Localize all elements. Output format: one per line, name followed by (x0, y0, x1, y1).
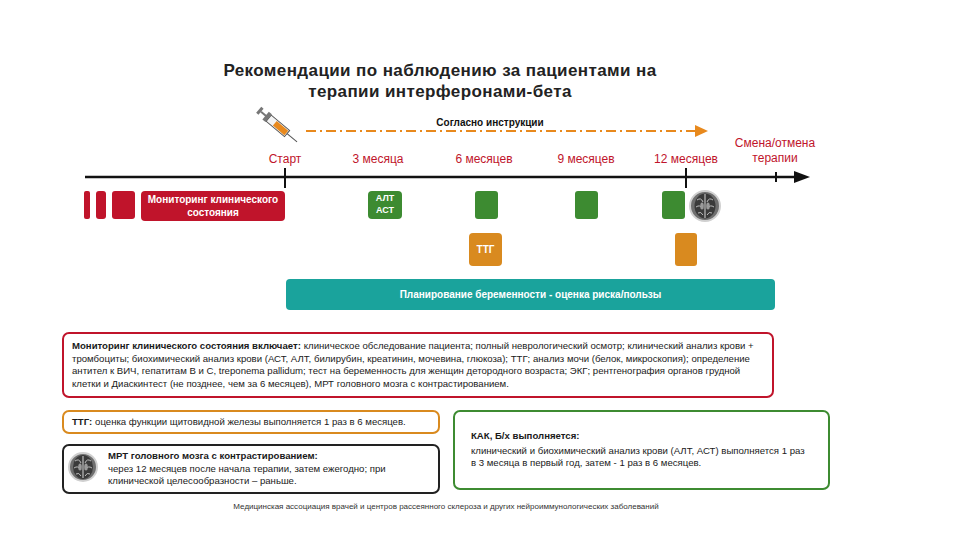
syringe-icon (256, 106, 301, 146)
note-paragraph: Мониторинг клинического состояния включа… (72, 340, 764, 390)
brain-mri-icon (690, 191, 720, 221)
lab-test-box (475, 191, 498, 219)
note-heading: ТТГ: (72, 416, 92, 427)
note-paragraph: ТТГ:оценка функции щитовидной железы вып… (72, 416, 430, 429)
timeline-label: 12 месяцев (641, 152, 731, 167)
monitoring-bar (84, 191, 90, 219)
timeline-label: Старт (240, 152, 330, 167)
tsh-box: ТТГ (469, 233, 502, 266)
monitoring-box: Мониторинг клинического состояния (141, 191, 285, 221)
timeline-label: 9 месяцев (541, 152, 631, 167)
timeline-tick (775, 172, 777, 182)
note-body: клинический и биохимический анализ крови… (471, 445, 812, 470)
box-label: АЛТ АСТ (370, 193, 400, 216)
note-heading: Мониторинг клинического состояния включа… (72, 340, 301, 351)
monitoring-bar (96, 191, 106, 219)
tsh-box (675, 233, 697, 266)
lab-test-box: АЛТ АСТ (368, 191, 402, 219)
note-heading: МРТ головного мозга с контрастированием: (108, 450, 430, 463)
box-label: Планирование беременности - оценка риска… (296, 288, 765, 301)
lab-note: КАК, Б/х выполняется: клинический и биохи… (453, 410, 830, 490)
lab-test-box (662, 191, 685, 219)
pregnancy-band: Планирование беременности - оценка риска… (286, 279, 775, 310)
brain-mri-icon (69, 453, 97, 481)
timeline-axis (85, 176, 800, 179)
timeline-label: 3 месяца (333, 152, 423, 167)
diagram-title: Рекомендации по наблюдению за пациентами… (215, 60, 665, 102)
note-heading: КАК, Б/х выполняется: (471, 430, 812, 443)
monitoring-note: Мониторинг клинического состояния включа… (62, 332, 774, 398)
arrow-label: Согласно инструкции (410, 116, 570, 129)
caption: Медицинская ассоциация врачей и центров … (96, 502, 796, 512)
dashed-arrowhead (695, 125, 708, 137)
lab-test-box (575, 191, 598, 219)
timeline-tick (685, 168, 687, 188)
tsh-note: ТТГ:оценка функции щитовидной железы вып… (62, 410, 440, 434)
timeline-label: 6 месяцев (439, 152, 529, 167)
timeline-arrowhead (794, 171, 810, 183)
monitoring-bar (112, 191, 135, 219)
note-body: через 12 месяцев после начала терапии, з… (108, 463, 430, 488)
dashed-arrow (306, 130, 696, 132)
box-label: Мониторинг клинического состояния (147, 193, 279, 219)
timeline-tick (284, 168, 286, 188)
mri-note: МРТ головного мозга с контрастированием:… (62, 444, 440, 494)
note-body: оценка функции щитовидной железы выполня… (95, 416, 406, 427)
box-label: ТТГ (471, 243, 500, 256)
timeline-label: Смена/отмена терапии (725, 136, 825, 166)
